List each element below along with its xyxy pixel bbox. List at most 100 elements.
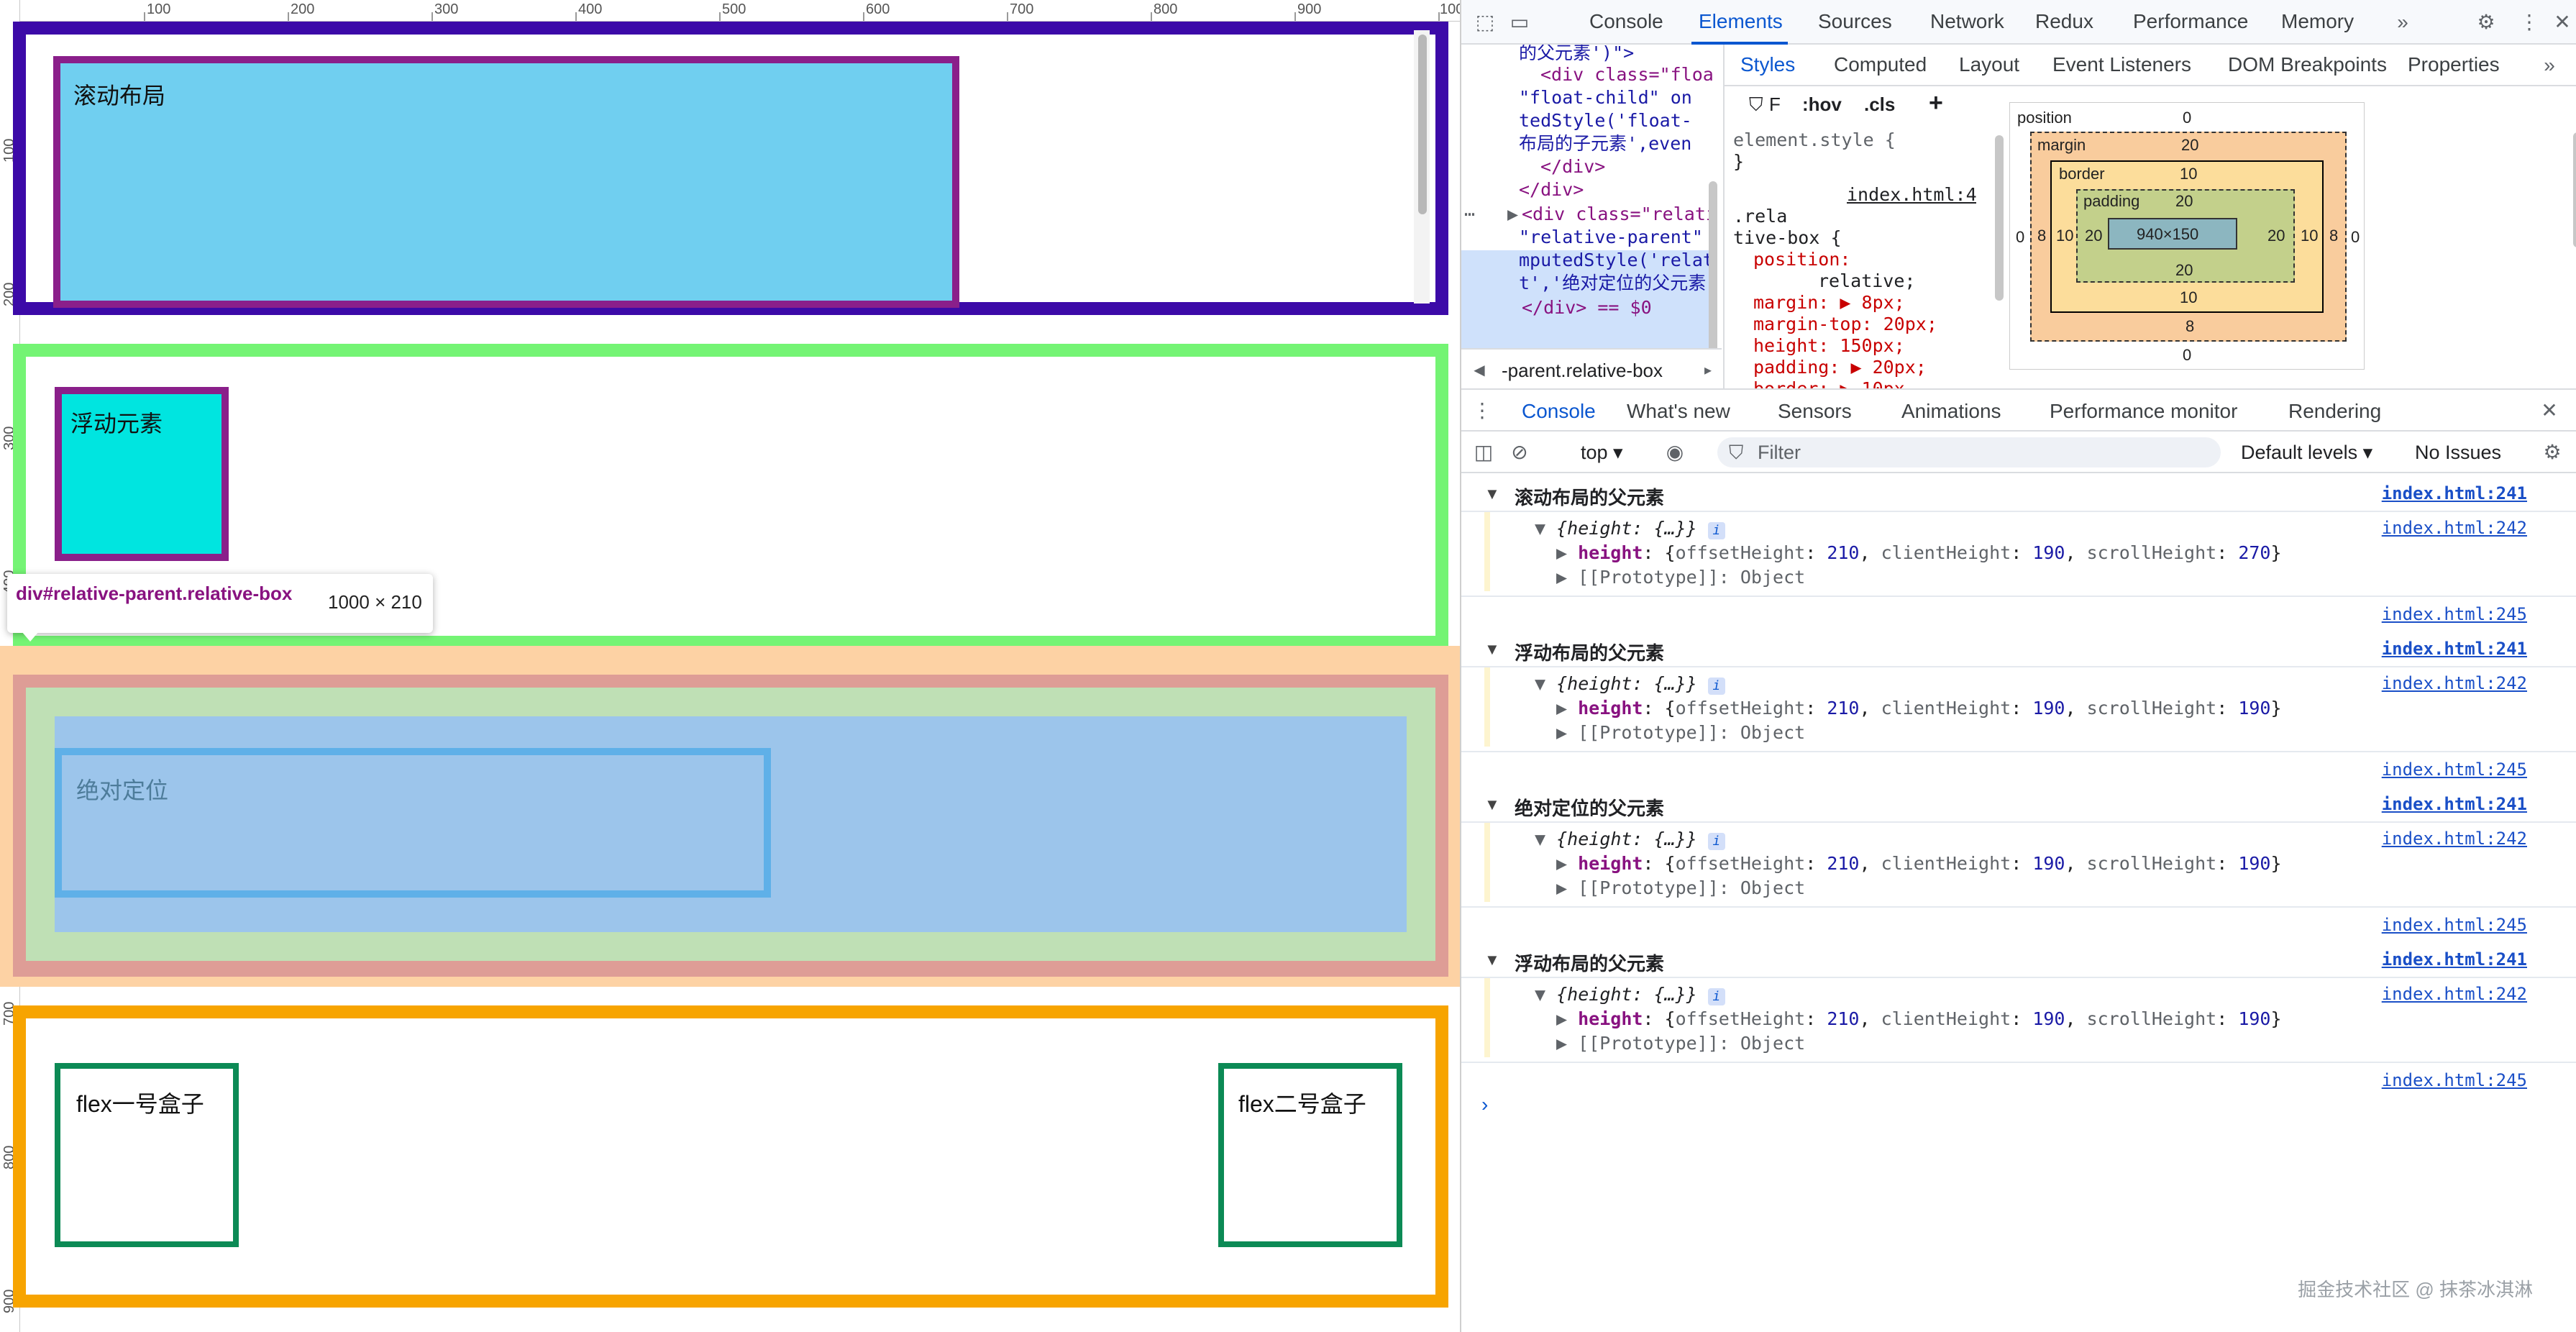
new-rule-button[interactable]: + (1929, 89, 1943, 117)
context-selector[interactable]: top ▾ (1581, 442, 1623, 463)
bm-border-top[interactable]: 10 (2180, 165, 2198, 183)
dom-line[interactable]: <div class="floa (1540, 64, 1714, 85)
tab-memory[interactable]: Memory (2281, 10, 2355, 32)
tab-console[interactable]: Console (1589, 10, 1663, 32)
bm-position-bottom[interactable]: 0 (2183, 346, 2192, 364)
source-link[interactable]: index.html:241 (2381, 794, 2527, 814)
tab-computed[interactable]: Computed (1834, 53, 1927, 76)
tab-elements[interactable]: Elements (1699, 10, 1783, 32)
console-prompt[interactable]: › (1481, 1093, 1489, 1116)
rule-selector[interactable]: .rela (1733, 206, 1788, 227)
dom-line[interactable]: <div class="relati (1522, 204, 1717, 224)
more-tabs-icon[interactable]: » (2397, 11, 2408, 33)
more-subtabs-icon[interactable]: » (2544, 54, 2555, 76)
settings-gear-icon[interactable]: ⚙ (2477, 11, 2495, 33)
object-preview[interactable]: ▼ {height: {…}} i (1535, 984, 1725, 1005)
bm-padding-top[interactable]: 20 (2175, 192, 2193, 210)
dom-line[interactable]: "relative-parent" (1519, 227, 1703, 247)
drawer-tab-animations[interactable]: Animations (1901, 400, 2001, 422)
source-link[interactable]: index.html:241 (2381, 483, 2527, 503)
bm-border-bottom[interactable]: 10 (2180, 288, 2198, 306)
css-prop-position[interactable]: position: (1753, 249, 1851, 270)
css-prop-height[interactable]: height: 150px; (1753, 335, 1905, 356)
bm-border-left[interactable]: 10 (2056, 227, 2074, 245)
bm-margin-left[interactable]: 8 (2037, 227, 2047, 245)
tab-properties[interactable]: Properties (2408, 53, 2500, 76)
group-expand-icon[interactable]: ▼ (1484, 795, 1500, 813)
tab-styles[interactable]: Styles (1740, 53, 1796, 76)
dom-line[interactable]: mputedStyle('relat (1519, 250, 1714, 270)
source-link[interactable]: index.html:245 (2381, 1070, 2527, 1090)
rule-selector[interactable]: tive-box { (1733, 227, 1842, 248)
object-prototype[interactable]: ▶ [[Prototype]]: Object (1556, 567, 1806, 588)
drawer-menu-icon[interactable]: ⋮ (1472, 399, 1492, 421)
breadcrumb-right-icon[interactable]: ▸ (1704, 362, 1712, 378)
group-expand-icon[interactable]: ▼ (1484, 640, 1500, 658)
dom-line[interactable]: 的父元素')"> (1519, 45, 1635, 63)
expand-arrow-icon[interactable]: ▶ (1507, 204, 1519, 224)
dom-line[interactable]: 布局的子元素',even (1519, 133, 1692, 154)
object-preview[interactable]: ▼ {height: {…}} i (1535, 518, 1725, 539)
tab-layout[interactable]: Layout (1959, 53, 2020, 76)
dom-line[interactable]: "float-child" on (1519, 87, 1692, 108)
scroll-box-scrollbar[interactable] (1414, 30, 1430, 304)
kebab-menu-icon[interactable]: ⋮ (2519, 11, 2539, 33)
object-preview[interactable]: ▼ {height: {…}} i (1535, 829, 1725, 850)
bm-content-size[interactable]: 940×150 (2137, 225, 2199, 243)
inspect-element-icon[interactable]: ⬚ (1475, 11, 1495, 33)
dom-line[interactable]: </div> (1540, 156, 1606, 177)
bm-position-right[interactable]: 0 (2351, 228, 2360, 246)
object-property[interactable]: ▶ height: {offsetHeight: 210, clientHeig… (1556, 542, 2282, 563)
object-prototype[interactable]: ▶ [[Prototype]]: Object (1556, 1033, 1806, 1054)
tab-redux[interactable]: Redux (2035, 10, 2093, 32)
bm-margin-right[interactable]: 8 (2329, 227, 2339, 245)
drawer-tab-sensors[interactable]: Sensors (1778, 400, 1852, 422)
dom-line[interactable]: t','绝对定位的父元素 (1519, 273, 1707, 293)
source-link[interactable]: index.html:245 (2381, 759, 2527, 780)
tab-network[interactable]: Network (1930, 10, 2004, 32)
rules-scrollbar[interactable] (1995, 135, 2004, 301)
source-link[interactable]: index.html:242 (2381, 673, 2527, 693)
tab-sources[interactable]: Sources (1818, 10, 1892, 32)
box-model-scrollbar[interactable] (2573, 132, 2576, 247)
dom-line[interactable]: tedStyle('float- (1519, 110, 1692, 131)
bm-content-box[interactable]: 940×150 (2108, 218, 2237, 250)
object-property[interactable]: ▶ height: {offsetHeight: 210, clientHeig… (1556, 853, 2282, 874)
group-expand-icon[interactable]: ▼ (1484, 485, 1500, 503)
filter-icon[interactable]: ⛉ (1749, 93, 1763, 115)
object-prototype[interactable]: ▶ [[Prototype]]: Object (1556, 877, 1806, 898)
bm-margin-top[interactable]: 20 (2181, 136, 2199, 154)
drawer-tab-console[interactable]: Console (1522, 400, 1596, 422)
issues-counter[interactable]: No Issues (2415, 442, 2502, 463)
rule-source-link[interactable]: index.html:48 (1847, 184, 1976, 205)
object-preview[interactable]: ▼ {height: {…}} i (1535, 673, 1725, 695)
tab-dom-breakpoints[interactable]: DOM Breakpoints (2228, 53, 2387, 76)
bm-position-top[interactable]: 0 (2183, 109, 2192, 127)
hov-toggle[interactable]: :hov (1802, 93, 1842, 115)
drawer-tab-performance-monitor[interactable]: Performance monitor (2050, 400, 2238, 422)
source-link[interactable]: index.html:241 (2381, 949, 2527, 970)
object-property[interactable]: ▶ height: {offsetHeight: 210, clientHeig… (1556, 698, 2282, 719)
object-prototype[interactable]: ▶ [[Prototype]]: Object (1556, 722, 1806, 743)
dom-scrollbar[interactable] (1709, 181, 1717, 361)
live-expression-eye-icon[interactable]: ◉ (1666, 441, 1684, 463)
tab-performance[interactable]: Performance (2133, 10, 2249, 32)
css-prop-margin-top[interactable]: margin-top: 20px; (1753, 314, 1937, 334)
css-prop-border[interactable]: border: ▶ 10px (1753, 378, 1905, 388)
source-link[interactable]: index.html:245 (2381, 915, 2527, 935)
bm-position-left[interactable]: 0 (2016, 228, 2025, 246)
bm-padding-bottom[interactable]: 20 (2175, 261, 2193, 279)
console-filter-input[interactable]: ⛉ Filter (1717, 437, 2221, 467)
close-devtools-icon[interactable]: ✕ (2554, 11, 2571, 33)
css-prop-margin[interactable]: margin: ▶ 8px; (1753, 292, 1905, 313)
source-link[interactable]: index.html:242 (2381, 984, 2527, 1004)
source-link[interactable]: index.html:241 (2381, 639, 2527, 659)
sidebar-toggle-icon[interactable]: ◫ (1474, 441, 1494, 463)
bm-margin-bottom[interactable]: 8 (2186, 317, 2195, 335)
filter-input[interactable]: F (1769, 93, 1781, 115)
clear-console-icon[interactable]: ⊘ (1511, 441, 1528, 463)
drawer-tab-whats-new[interactable]: What's new (1627, 400, 1730, 422)
drawer-tab-rendering[interactable]: Rendering (2288, 400, 2382, 422)
object-property[interactable]: ▶ height: {offsetHeight: 210, clientHeig… (1556, 1008, 2282, 1029)
cls-toggle[interactable]: .cls (1864, 93, 1896, 115)
